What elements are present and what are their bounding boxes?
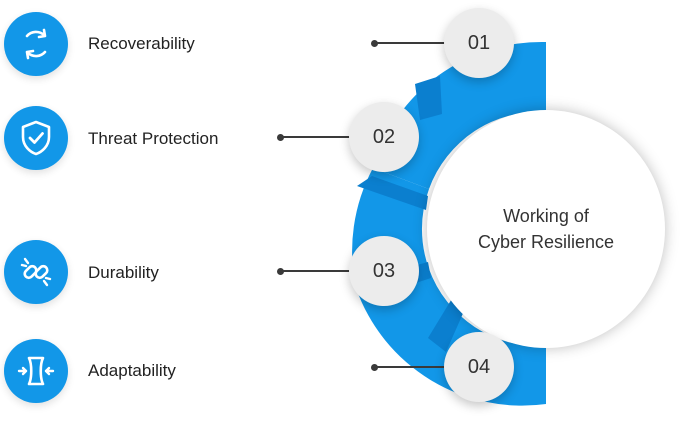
connector-dot-2 <box>277 134 284 141</box>
number-badge-03: 03 <box>349 236 419 306</box>
connector-line-4 <box>375 366 447 368</box>
connector-dot-1 <box>371 40 378 47</box>
ring-segment-1 <box>373 41 546 189</box>
connector-line-3 <box>281 270 353 272</box>
item-label-durability: Durability <box>88 263 159 282</box>
ring-notch-2 <box>357 176 428 210</box>
connector-line-2 <box>281 136 353 138</box>
connector-dot-4 <box>371 364 378 371</box>
number-badge-04: 04 <box>444 332 514 402</box>
connector-line-1 <box>375 42 447 44</box>
recycle-arrows-icon <box>4 12 68 76</box>
number-badge-02: 02 <box>349 102 419 172</box>
shield-check-icon <box>4 106 68 170</box>
center-title-line2: Cyber Resilience <box>477 232 615 252</box>
item-label-threat-protection: Threat Protection <box>88 129 219 148</box>
broken-link-icon <box>4 240 68 304</box>
item-label-adaptability: Adaptability <box>88 361 176 380</box>
center-title-line1: Working of <box>503 206 589 226</box>
item-label-recoverability: Recoverability <box>88 34 195 53</box>
center-circle: Working of Cyber Resilience <box>427 110 665 348</box>
connector-dot-3 <box>277 268 284 275</box>
compress-arrows-icon <box>4 339 68 403</box>
number-badge-01: 01 <box>444 8 514 78</box>
ring-notch-1 <box>415 76 442 120</box>
